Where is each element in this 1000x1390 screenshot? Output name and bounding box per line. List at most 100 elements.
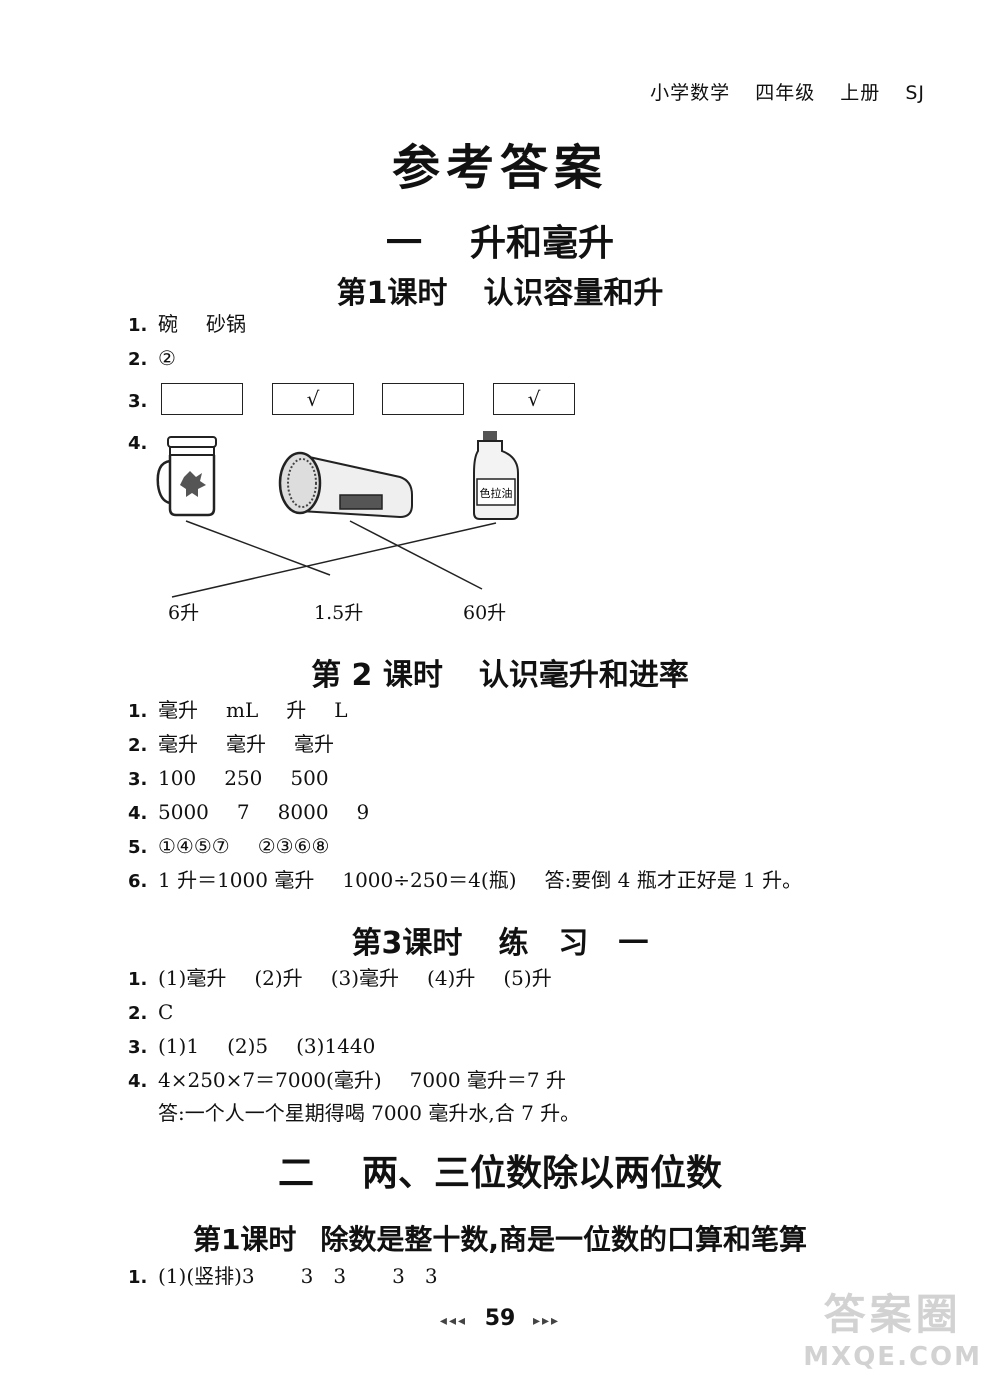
unit1-title: 一 升和毫升: [0, 214, 1000, 266]
match-line: [349, 520, 483, 590]
question-number: 2.: [128, 1003, 148, 1024]
answer-part: (5)升: [503, 966, 552, 990]
unit2-name: 两、三位数除以两位数: [362, 1153, 723, 1194]
lesson-label: 第3课时: [351, 926, 463, 961]
unit1-lesson3-title: 第3课时练 习 一: [0, 918, 1000, 962]
header-subject: 小学数学: [650, 82, 731, 104]
answer-part: (2)5: [227, 1034, 269, 1058]
answer-part: 100: [158, 766, 197, 790]
answer-part: 3: [392, 1264, 405, 1288]
answer-part: (1)1: [158, 1034, 200, 1058]
answer-part: 毫升: [294, 732, 334, 756]
unit2-number: 二: [277, 1153, 314, 1194]
answer-part: 3: [424, 1264, 438, 1288]
answer-part: C: [158, 1000, 174, 1024]
unit1-lesson1-title: 第1课时认识容量和升: [0, 268, 1000, 312]
answer-part: 500: [290, 766, 329, 790]
answer-part: 3: [300, 1264, 314, 1288]
answer-part: 1000÷250＝4(瓶): [342, 868, 517, 892]
u1l3-q4-answer: 答:一个人一个星期得喝 7000 毫升水,合 7 升。: [158, 1101, 581, 1125]
left-arrows-icon: ◂◂◂: [439, 1313, 468, 1329]
header-grade: 四年级: [755, 82, 816, 104]
question-number: 3.: [128, 391, 148, 412]
answer-part: ②: [158, 346, 176, 370]
u1l3-q4: 4. 4×250×7＝7000(毫升) 7000 毫升＝7 升: [128, 1068, 566, 1094]
answer-part: (3)1440: [296, 1034, 376, 1058]
bottle-label: 色拉油: [480, 486, 513, 500]
u1l3-q3: 3. (1)1 (2)5 (3)1440: [128, 1034, 375, 1060]
u1l1-q4: 4.: [128, 430, 158, 456]
answer-part: 5000: [158, 800, 209, 824]
running-header: 小学数学 四年级 上册 SJ: [632, 78, 925, 105]
answer-part: L: [334, 698, 348, 722]
question-number: 2.: [128, 349, 148, 370]
question-number: 3.: [128, 769, 148, 790]
answer-part: 7000 毫升＝7 升: [409, 1068, 566, 1092]
answer-part: 砂锅: [206, 312, 246, 336]
unit2-title: 二 两、三位数除以两位数: [0, 1144, 1000, 1196]
answer-part: ②③⑥⑧: [257, 834, 330, 858]
thermos-cup-icon: [156, 436, 217, 517]
answer-part: 答:要倒 4 瓶才正好是 1 升。: [544, 868, 803, 892]
question-number: 4.: [128, 1071, 148, 1092]
u1l1-q1: 1.碗砂锅: [128, 312, 246, 338]
question-number: 2.: [128, 735, 148, 756]
page-number: ◂◂◂ 59 ▸▸▸: [0, 1306, 1000, 1331]
match-line: [185, 520, 331, 576]
question-number: 3.: [128, 1037, 148, 1058]
u1l1-q3: 3.: [128, 388, 158, 414]
watermark-line1: 答案圈: [823, 1290, 962, 1339]
page-title: 参考答案: [391, 140, 608, 196]
answer-part: 1 升＝1000 毫升: [158, 868, 315, 892]
answer-part: 7: [236, 800, 250, 824]
answer-part: (3)毫升: [330, 966, 400, 990]
unit2-lesson1-title: 第1课时除数是整十数,商是一位数的口算和笔算: [0, 1218, 1000, 1258]
u1l3-q2: 2. C: [128, 1000, 173, 1026]
u1l2-q3: 3. 100 250 500: [128, 766, 329, 792]
question-number: 5.: [128, 837, 148, 858]
u1l1-q2: 2. ②: [128, 346, 176, 372]
watermark-line2: MXQE.COM: [803, 1342, 982, 1372]
water-heater-icon: [278, 451, 413, 519]
lesson-name: 认识容量和升: [483, 276, 664, 311]
answer-part: 250: [224, 766, 263, 790]
lesson-label: 第1课时: [192, 1223, 297, 1256]
answer-part: 3: [333, 1264, 347, 1288]
unit1-lesson2-title: 第 2 课时认识毫升和进率: [0, 650, 1000, 694]
answer-part: (2)升: [254, 966, 303, 990]
answer-part: 4×250×7＝7000(毫升): [158, 1068, 382, 1092]
answer-part: 毫升: [158, 732, 198, 756]
question-number: 4.: [128, 803, 148, 824]
watermark-logo: 答案圈 MXQE.COM: [803, 1281, 982, 1372]
header-edition: SJ: [905, 82, 925, 104]
lesson-name: 除数是整十数,商是一位数的口算和笔算: [320, 1223, 808, 1256]
unit1-number: 一: [385, 223, 422, 264]
question-number: 1.: [128, 969, 148, 990]
volume-label: 60升: [463, 602, 507, 624]
unit1-name: 升和毫升: [470, 223, 615, 264]
oil-bottle-icon: 色拉油: [473, 431, 519, 520]
question-number: 1.: [128, 315, 148, 336]
right-arrows-icon: ▸▸▸: [532, 1313, 561, 1329]
answer-part: (1)毫升: [158, 966, 227, 990]
lesson-name: 练 习 一: [498, 926, 649, 961]
question-number: 4.: [128, 433, 148, 454]
answer-part: 8000: [277, 800, 329, 824]
u1l3-q1: 1. (1)毫升 (2)升 (3)毫升 (4)升 (5)升: [128, 966, 552, 992]
volume-label: 6升: [168, 602, 200, 624]
question-number: 1.: [128, 1267, 148, 1288]
answer-box-checked: √: [272, 383, 354, 415]
u1l2-q2: 2.毫升毫升毫升: [128, 732, 334, 758]
matching-illustration: 色拉油: [156, 431, 519, 598]
lesson-label: 第1课时: [336, 276, 448, 311]
answer-part: (4)升: [427, 966, 476, 990]
answer-part: mL: [226, 698, 259, 722]
answer-box: [382, 383, 464, 415]
volume-label: 1.5升: [314, 602, 364, 624]
answer-part: (1)(竖排)3: [158, 1264, 255, 1288]
